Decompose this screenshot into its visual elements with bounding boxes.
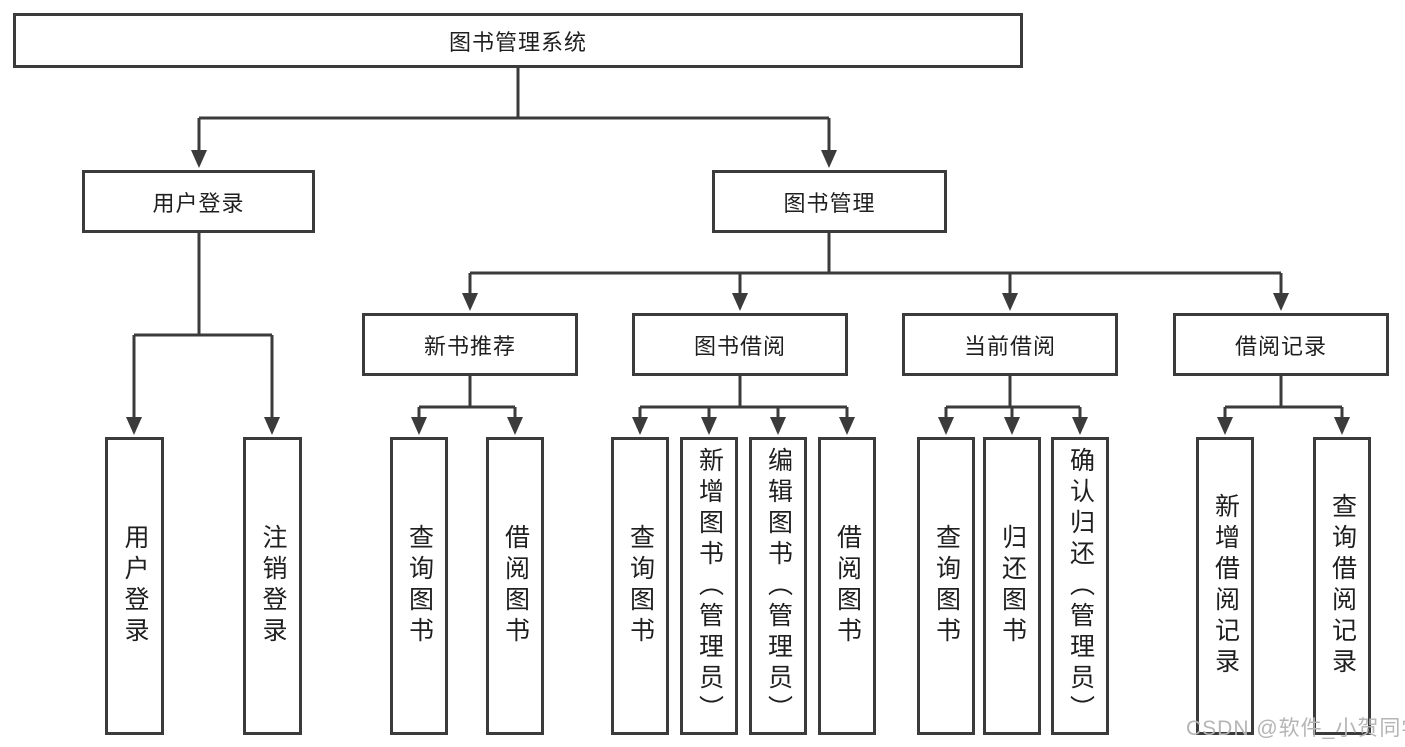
node-library-system: 图书管理系统 (13, 13, 1023, 68)
leaf-query-books-current: 查询图书 (917, 437, 975, 735)
leaf-borrow-books-recommend: 借阅图书 (486, 437, 544, 735)
node-book-borrow: 图书借阅 (632, 313, 848, 376)
leaf-query-borrow-record: 查询借阅记录 (1313, 437, 1371, 735)
node-new-book-recommend: 新书推荐 (362, 313, 578, 376)
node-book-management: 图书管理 (712, 170, 947, 233)
node-borrow-records: 借阅记录 (1173, 313, 1389, 376)
leaf-edit-book-admin: 编辑图书（管理员） (749, 437, 807, 735)
arrowheads (126, 150, 1350, 435)
leaf-query-books-borrow: 查询图书 (611, 437, 669, 735)
leaf-user-login: 用户登录 (105, 437, 164, 735)
connector-paths (132, 68, 1344, 421)
leaf-return-book: 归还图书 (983, 437, 1041, 735)
leaf-logout: 注销登录 (243, 437, 302, 735)
node-current-borrow: 当前借阅 (902, 313, 1118, 376)
leaf-confirm-return-admin: 确认归还（管理员） (1051, 437, 1109, 735)
leaf-borrow-books-2: 借阅图书 (818, 437, 876, 735)
watermark: CSDN @软件_小贺同学 (1186, 717, 1405, 740)
leaf-add-book-admin: 新增图书（管理员） (680, 437, 738, 735)
leaf-add-borrow-record: 新增借阅记录 (1196, 437, 1254, 735)
leaf-query-books-recommend: 查询图书 (390, 437, 448, 735)
node-user-login: 用户登录 (82, 170, 315, 233)
